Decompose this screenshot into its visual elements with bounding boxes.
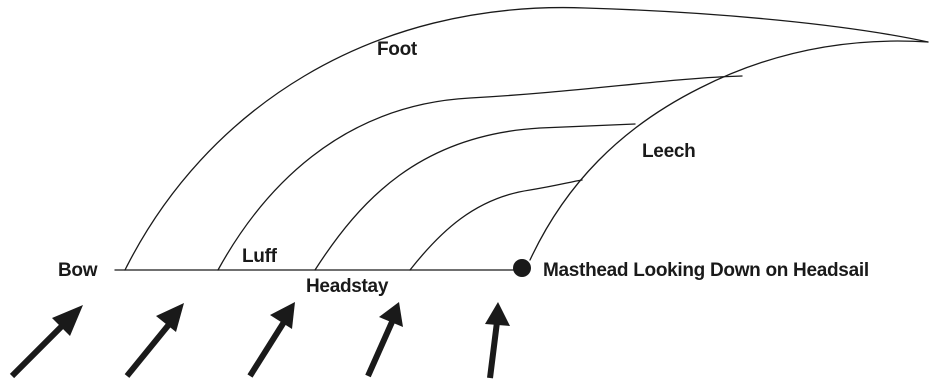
foot-curve bbox=[124, 6, 929, 271]
wind-arrow-2 bbox=[124, 303, 184, 378]
sail-section-2 bbox=[314, 123, 636, 271]
masthead-label: Masthead Looking Down on Headsail bbox=[543, 260, 869, 281]
sail-section-1 bbox=[217, 75, 743, 271]
luff-label: Luff bbox=[242, 246, 278, 267]
wind-arrow-5 bbox=[485, 302, 510, 379]
leech-curve bbox=[529, 40, 929, 261]
leech-label: Leech bbox=[642, 141, 695, 162]
bow-label: Bow bbox=[58, 260, 98, 281]
foot-label: Foot bbox=[377, 39, 418, 60]
masthead-dot bbox=[513, 259, 531, 277]
headstay-label: Headstay bbox=[306, 276, 389, 297]
wind-arrow-3 bbox=[247, 302, 295, 378]
wind-arrow-4 bbox=[365, 302, 403, 378]
sail-section-3 bbox=[409, 179, 583, 271]
wind-arrow-1 bbox=[9, 305, 83, 379]
